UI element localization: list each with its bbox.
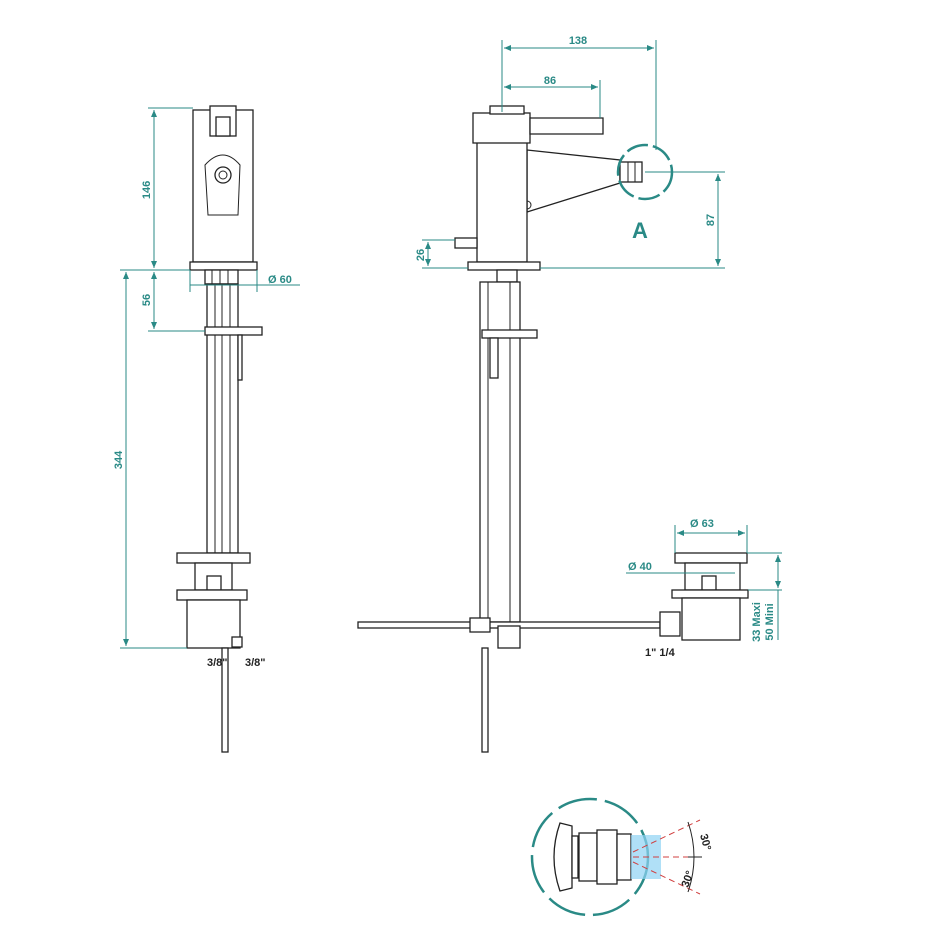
handle-cap [472, 112, 531, 144]
side-view [176, 105, 263, 753]
fixing-plate [481, 329, 538, 339]
dim-26: 26 [415, 249, 427, 261]
dim-344: 344 [113, 450, 125, 469]
pop-up-rod [481, 647, 489, 753]
detail-label-a: A [632, 218, 648, 243]
cartridge-outline [204, 154, 241, 216]
waste-nut [659, 611, 681, 637]
front-dimensions: 138 86 87 26 A Ø 63 Ø 40 33 Maxi 50 Mini… [415, 35, 782, 659]
dim-33-maxi: 33 Maxi [751, 602, 763, 642]
spout [526, 149, 621, 213]
lever-handle [529, 117, 604, 135]
dim-diameter-60: Ø 60 [268, 274, 292, 286]
angle-top: 30° [697, 833, 713, 852]
dim-86: 86 [544, 75, 556, 87]
fixing-plate [204, 326, 263, 336]
dim-56: 56 [141, 294, 153, 306]
thread-label-waste: 1" 1/4 [645, 647, 676, 659]
dim-138: 138 [569, 35, 587, 47]
thread-label-right: 3/8" [245, 657, 266, 669]
tail-pipes [479, 281, 521, 623]
side-dimensions: 146 56 344 Ø 60 3/8" 3/8" [113, 107, 300, 669]
detail-a: 30° 30° [530, 797, 713, 917]
pop-up-rod [221, 647, 229, 753]
dim-50-mini: 50 Mini [764, 603, 776, 640]
mixer-body [476, 139, 528, 263]
waste-body [681, 597, 741, 641]
waste-flange [176, 552, 251, 564]
dim-diameter-63: Ø 63 [690, 518, 714, 530]
angle-bottom: 30° [680, 869, 697, 889]
thread-label-left: 3/8" [207, 657, 228, 669]
dim-diameter-40: Ø 40 [628, 561, 652, 573]
dim-87: 87 [705, 214, 717, 226]
pop-up-knob [454, 237, 478, 249]
dim-146: 146 [141, 181, 153, 199]
outlet-icon [214, 166, 232, 184]
aerator [619, 161, 643, 183]
front-view [357, 105, 749, 753]
waste-flange [674, 552, 748, 564]
